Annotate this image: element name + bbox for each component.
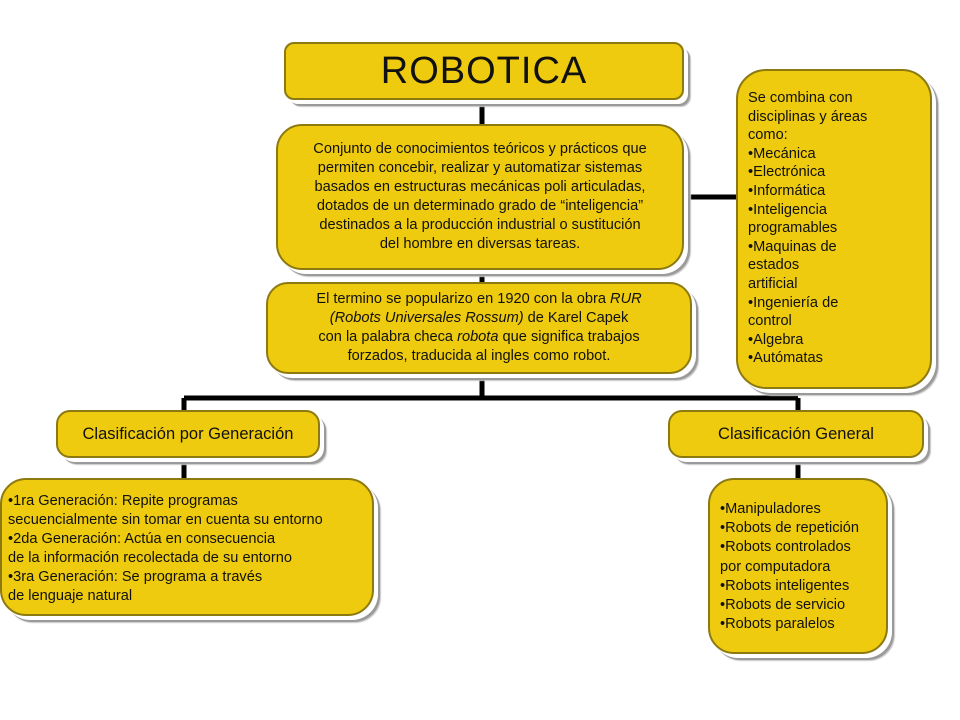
general-list-item: •Robots controlados xyxy=(720,539,851,556)
general-list-item: •Robots de repetición xyxy=(720,520,859,537)
history-work-full-title: (Robots Universales Rossum) xyxy=(329,310,524,326)
definition-box: Conjunto de conocimientos teóricos y prá… xyxy=(276,124,684,270)
general-list-item: •Manipuladores xyxy=(720,501,821,517)
generation-list-box: •1ra Generación: Repite programas secuen… xyxy=(0,478,374,616)
disciplines-line: •Mecánica xyxy=(748,145,816,162)
generation-heading: Clasificación por Generación xyxy=(82,424,294,443)
history-box: El termino se popularizo en 1920 con la … xyxy=(266,282,692,374)
generation-list-item: •2da Generación: Actúa en consecuencia xyxy=(8,531,276,547)
definition-line: dotados de un determinado grado de “inte… xyxy=(316,198,644,214)
disciplines-line: control xyxy=(748,313,792,330)
general-list-item: •Robots paralelos xyxy=(720,616,835,633)
generation-list-item: •3ra Generación: Se programa a través xyxy=(8,569,263,585)
history-text-part: que significa trabajos xyxy=(498,329,640,345)
definition-text: Conjunto de conocimientos teóricos y prá… xyxy=(313,140,646,254)
history-line-4: forzados, traducida al ingles como robot… xyxy=(347,348,611,364)
disciplines-line: •Electrónica xyxy=(748,164,826,181)
disciplines-line: •Ingeniería de xyxy=(748,294,839,311)
general-list-box: •Manipuladores •Robots de repetición •Ro… xyxy=(708,478,888,654)
generation-list-item: de la información recolectada de su ento… xyxy=(8,550,292,566)
history-czech-word: robota xyxy=(457,329,499,345)
definition-line: destinados a la producción industrial o … xyxy=(319,217,641,233)
definition-line: del hombre en diversas tareas. xyxy=(379,236,581,252)
generation-list-item: de lenguaje natural xyxy=(8,588,133,604)
general-heading-box: Clasificación General xyxy=(668,410,924,458)
generation-list-item: •1ra Generación: Repite programas xyxy=(8,493,238,509)
disciplines-line: Se combina con xyxy=(748,90,853,106)
history-work-title: RUR xyxy=(610,291,642,307)
disciplines-line: estados xyxy=(748,257,800,274)
generation-heading-box: Clasificación por Generación xyxy=(56,410,320,458)
history-text: El termino se popularizo en 1920 con la … xyxy=(316,290,641,366)
disciplines-line: artificial xyxy=(748,275,798,292)
disciplines-line: •Maquinas de xyxy=(748,238,837,255)
definition-line: Conjunto de conocimientos teóricos y prá… xyxy=(313,141,647,157)
disciplines-line: disciplinas y áreas xyxy=(748,108,868,125)
disciplines-line: como: xyxy=(748,127,788,144)
disciplines-line: •Algebra xyxy=(748,331,804,348)
generation-list-item: secuencialmente sin tomar en cuenta su e… xyxy=(8,512,323,528)
disciplines-line: •Autómatas xyxy=(748,350,823,367)
disciplines-line: •Informática xyxy=(748,182,826,199)
history-line-2: (Robots Universales Rossum) de Karel Cap… xyxy=(316,309,641,328)
history-line-3: con la palabra checa robota que signific… xyxy=(316,328,641,347)
general-list-item: •Robots de servicio xyxy=(720,597,846,614)
history-text-part: con la palabra checa xyxy=(318,329,458,345)
history-line-1: El termino se popularizo en 1920 con la … xyxy=(316,290,641,309)
diagram-title: ROBOTICA xyxy=(380,49,588,92)
history-text-part: de Karel Capek xyxy=(523,310,629,326)
history-text-part: El termino se popularizo en 1920 con la … xyxy=(316,291,611,307)
definition-line: permiten concebir, realizar y automatiza… xyxy=(317,160,643,176)
definition-line: basados en estructuras mecánicas poli ar… xyxy=(314,179,646,195)
general-list-item: por computadora xyxy=(720,558,831,575)
disciplines-line: programables xyxy=(748,220,838,237)
disciplines-box: Se combina con disciplinas y áreas como:… xyxy=(736,69,932,389)
general-heading: Clasificación General xyxy=(718,424,874,443)
disciplines-line: •Inteligencia xyxy=(748,201,827,218)
title-box: ROBOTICA xyxy=(284,42,684,100)
general-list-item: •Robots inteligentes xyxy=(720,577,850,594)
